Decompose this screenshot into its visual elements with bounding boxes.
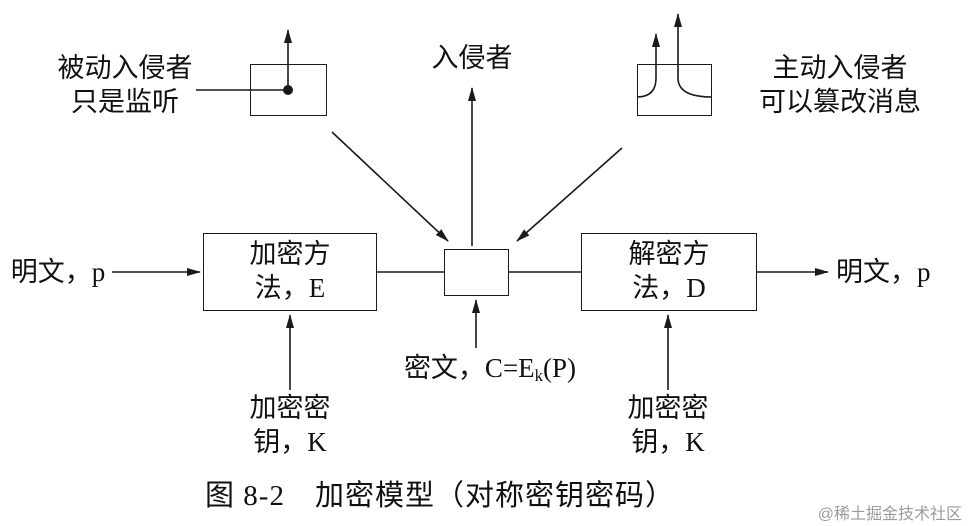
- ciphertext-suffix: (P): [543, 353, 577, 383]
- figure-caption: 图 8-2 加密模型（对称密钥密码）: [205, 480, 675, 512]
- encryption-box-line1: 加密方: [249, 239, 331, 270]
- wiretap-box: [250, 64, 327, 116]
- decryption-key-label: 加密密 钥，K: [610, 392, 726, 460]
- active-intruder-label: 主动入侵者 可以篡改消息: [730, 52, 950, 120]
- ciphertext-prefix: 密文，C=E: [403, 353, 535, 383]
- decryption-box-line1: 解密方: [628, 239, 710, 270]
- passive-intruder-line1: 被动入侵者: [57, 53, 193, 83]
- plaintext-left-label: 明文，p: [10, 257, 106, 287]
- encryption-key-line1: 加密密: [249, 393, 331, 423]
- decryption-key-line2: 钥，K: [631, 426, 705, 457]
- encryption-box-line2: 法，E: [254, 273, 326, 303]
- decryption-box-line2: 法，D: [632, 273, 706, 303]
- passive-intruder-label: 被动入侵者 只是监听: [30, 52, 220, 120]
- active-curve-right: [674, 13, 713, 98]
- plaintext-right-label: 明文，p: [836, 257, 931, 287]
- ciphertext-label: 密文，C=Ek(P): [380, 352, 600, 387]
- watermark: @稀土掘金技术社区: [817, 506, 962, 523]
- ciphertext-sub: k: [534, 366, 544, 386]
- active-intruder-line1: 主动入侵者: [772, 53, 908, 83]
- decryption-key-line1: 加密密: [627, 393, 709, 423]
- passive-intruder-line2: 只是监听: [71, 86, 179, 117]
- left-diagonal-arrow: [331, 131, 449, 242]
- right-diagonal-arrow: [516, 147, 623, 242]
- encryption-box: 加密方 法，E: [203, 233, 377, 311]
- active-intruder-line2: 可以篡改消息: [759, 86, 921, 117]
- decryption-box: 解密方 法，D: [581, 233, 757, 311]
- encryption-key-line2: 钥，K: [253, 426, 327, 457]
- encryption-key-label: 加密密 钥，K: [232, 392, 348, 460]
- intruder-label: 入侵者: [431, 43, 513, 73]
- channel-node-box: [444, 249, 509, 296]
- active-curve-left: [636, 33, 660, 98]
- active-intruder-box: [637, 64, 712, 116]
